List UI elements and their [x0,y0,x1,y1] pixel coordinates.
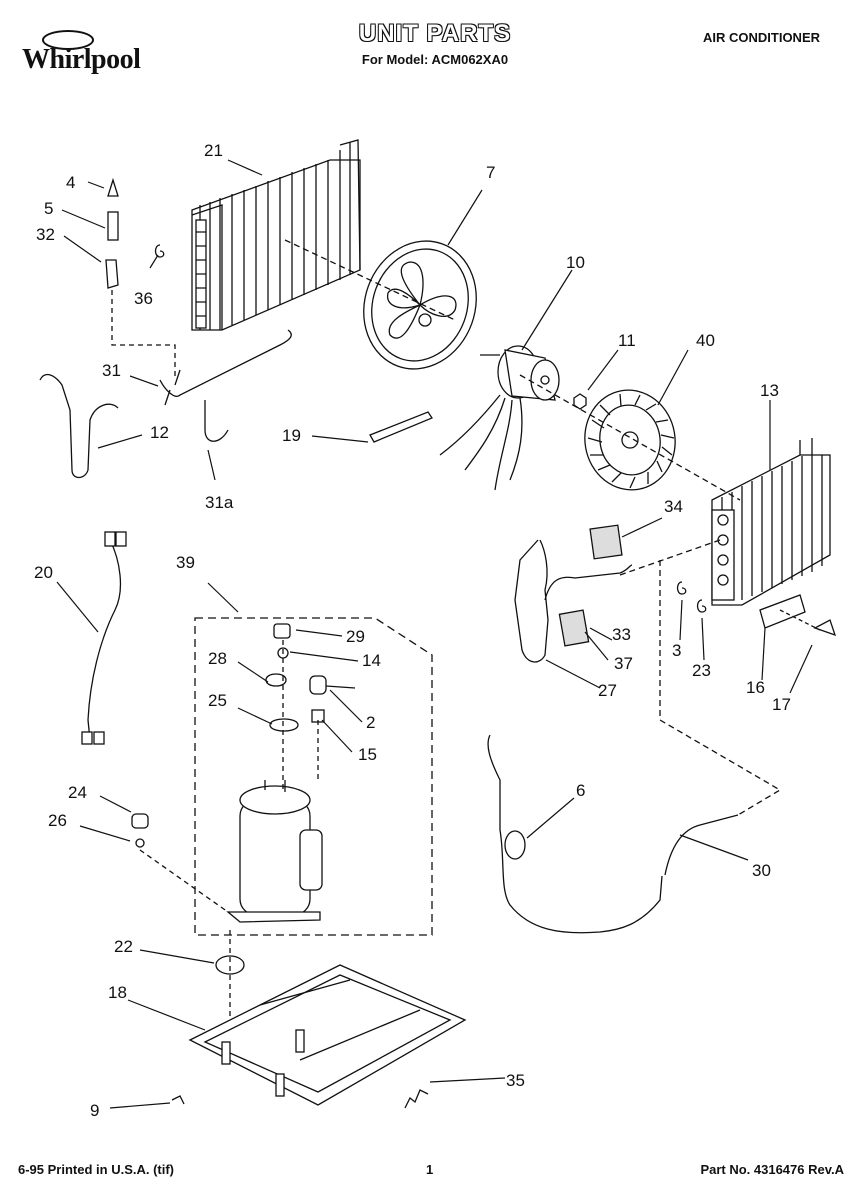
tube-30 [664,814,739,876]
compressor [226,780,323,923]
tube-33 [544,564,633,601]
terminal-cover-28 [265,673,287,687]
pad-37 [558,609,590,647]
callout-9: 9 [90,1101,99,1120]
callout-11: 11 [618,331,636,350]
callout-20: 20 [34,563,53,582]
callout-28: 28 [208,649,227,668]
screw-9 [171,1095,185,1105]
category-label: AIR CONDITIONER [703,30,820,45]
callout-3: 3 [672,641,681,660]
brand-name: Whirlpool [22,44,141,75]
o-ring-6 [504,830,526,860]
fan-blade [363,240,477,370]
callout-10: 10 [566,253,585,272]
callout-36: 36 [134,289,153,308]
callout-7: 7 [486,163,495,182]
callout-35: 35 [506,1071,525,1090]
callout-16: 16 [746,678,765,697]
tube-31a [204,400,229,442]
callout-23: 23 [692,661,711,680]
tube-27 [514,539,549,663]
wire-harness [87,539,122,741]
logo-badge [42,30,94,50]
callout-40: 40 [696,331,715,350]
mount-strip [369,411,433,443]
part-17 [813,619,837,637]
callout-32: 32 [36,225,55,244]
callout-labels: 21 4 5 32 36 7 10 11 40 31 12 19 31a 13 … [34,141,791,1120]
callout-18: 18 [108,983,127,1002]
sensor-cap-4 [107,177,119,197]
evaporator-coil [711,438,831,606]
callout-21: 21 [204,141,223,160]
sensor-5 [107,211,119,241]
gasket-25 [269,718,299,732]
tube-31 [159,329,292,397]
callout-37: 37 [614,654,633,673]
callout-31a: 31a [205,493,234,512]
callout-26: 26 [48,811,67,830]
condenser-coil [191,139,361,331]
compressor-kit-outline [194,617,433,936]
callout-4: 4 [66,173,75,192]
callout-13: 13 [760,381,779,400]
page-number: 1 [426,1162,434,1177]
callout-22: 22 [114,937,133,956]
callout-30: 30 [752,861,771,880]
part-number: Part No. 4316476 Rev.A [700,1162,844,1177]
callout-17: 17 [772,695,791,714]
blower-wheel [584,389,676,491]
callout-14: 14 [362,651,381,670]
callout-6: 6 [576,781,585,800]
callout-15: 15 [358,745,377,764]
callout-27: 27 [598,681,617,700]
overload-2 [309,675,327,695]
model-line: For Model: ACM062XA0 [361,52,509,67]
callout-25: 25 [208,691,227,710]
clip-35 [404,1089,429,1109]
print-info: 6-95 Printed in U.S.A. (tif) [18,1162,175,1177]
callout-31: 31 [102,361,121,380]
callout-19: 19 [282,426,301,445]
callout-2: 2 [366,713,375,732]
capillary-tube-6 [487,734,663,934]
grommet-29 [273,623,291,639]
base-pan [188,964,467,1106]
callout-5: 5 [44,199,53,218]
clip-36 [154,244,165,258]
callout-33: 33 [612,625,631,644]
washer-26 [135,838,145,848]
page-title: UNIT PARTS [358,20,512,47]
tube-12 [39,373,119,479]
whirlpool-logo: Whirlpool [22,30,182,80]
clip-32 [105,259,119,289]
callout-29: 29 [346,627,365,646]
callout-39: 39 [176,553,195,572]
clip-23 [696,599,707,613]
callout-34: 34 [664,497,683,516]
fan-motor [439,345,560,491]
grommet-24 [131,813,149,829]
callout-12: 12 [150,423,169,442]
mount-22 [215,955,245,975]
clip-3 [676,581,687,595]
callout-24: 24 [68,783,87,802]
pad-34 [589,524,623,560]
leader-lines [56,159,813,1109]
